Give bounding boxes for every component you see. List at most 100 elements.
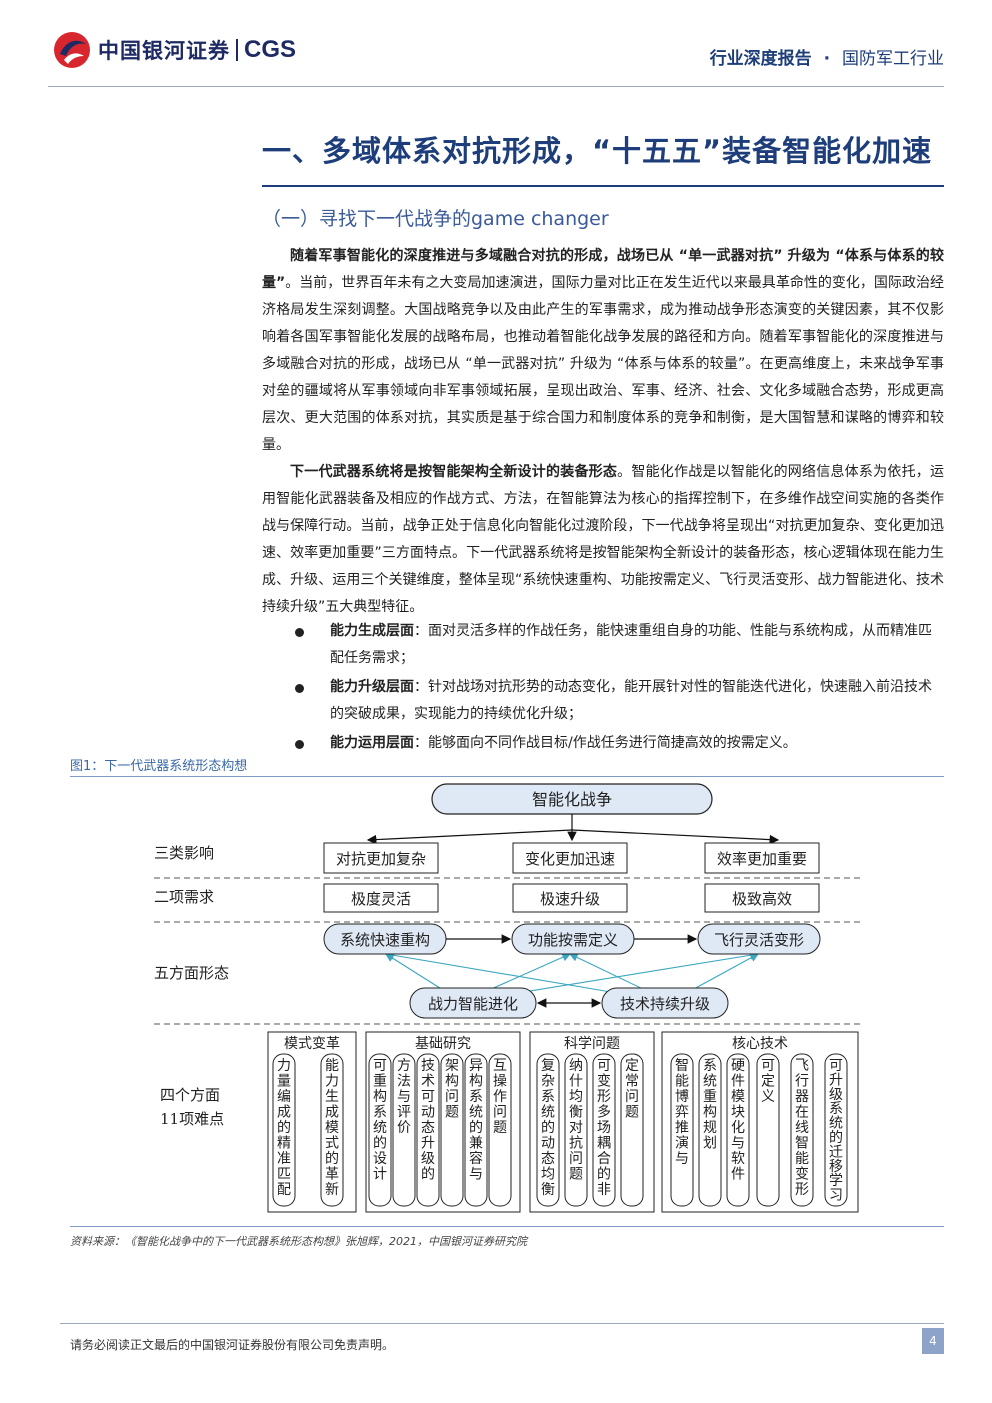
difficulty-item-char: 统 [703,1074,717,1090]
difficulty-item-char: 成 [277,1105,291,1121]
difficulty-item-char: 新 [325,1182,339,1198]
difficulty-item-char: 式 [325,1136,339,1152]
difficulty-item-char: 系 [469,1089,483,1105]
difficulty-item-char: 与 [675,1151,689,1167]
figure-top-rule [70,776,944,777]
difficulty-item-char: 与 [469,1167,483,1183]
difficulty-item-char: 准 [277,1151,291,1167]
difficulty-item-char: 智 [675,1058,689,1074]
difficulty-item-char: 统 [829,1116,843,1132]
row-label-impacts: 三类影响 [154,844,214,862]
difficulty-item-char: 的 [421,1167,435,1183]
difficulty-item-char: 题 [493,1120,507,1136]
difficulty-item-char: 非 [597,1182,611,1198]
difficulty-item-char: 推 [675,1120,689,1136]
difficulty-item-char: 方 [397,1058,411,1074]
bullet-text: ：面对灵活多样的作战任务，能快速重组自身的功能、性能与系统构成，从而精准匹配任务… [330,623,932,666]
form-label: 技术持续升级 [620,995,710,1013]
difficulty-item-char: 硬 [731,1058,745,1074]
difficulty-item-char: 态 [421,1120,435,1136]
difficulty-item-box [416,1053,440,1207]
difficulty-item-char: 能 [675,1074,689,1090]
difficulty-item-char: 兼 [469,1136,483,1152]
paragraph-1: 随着军事智能化的深度推进与多域融合对抗的形成，战场已从 “单一武器对抗” 升级为… [262,243,944,459]
difficulty-item-char: 与 [397,1089,411,1105]
form-label: 飞行灵活变形 [714,931,804,949]
need-box [323,883,439,913]
industry-label: 国防军工行业 [842,49,944,69]
difficulty-item-box [790,1053,814,1207]
difficulty-item-box [392,1053,416,1207]
difficulty-item-char: 编 [277,1089,291,1105]
difficulty-item-char: 合 [597,1151,611,1167]
difficulty-item-char: 容 [469,1150,483,1167]
difficulty-item-char: 形 [597,1089,611,1105]
difficulty-item-char: 评 [397,1105,411,1121]
bullet-list: 能力生成层面：面对灵活多样的作战任务，能快速重组自身的功能、性能与系统构成，从而… [290,618,944,759]
need-box [512,883,628,913]
form-node [697,923,821,955]
need-box [704,883,820,913]
logo-mark-icon [52,30,92,70]
difficulty-item-char: 定 [625,1058,639,1074]
difficulty-item-box [756,1053,780,1207]
difficulty-item-char: 重 [373,1074,387,1090]
difficulty-item-char: 重 [703,1089,717,1105]
difficulty-item-char: 的 [541,1120,555,1136]
difficulty-item-char: 迁 [829,1144,843,1160]
difficulty-item-char: 块 [731,1105,745,1121]
difficulty-item-char: 模 [325,1120,339,1136]
difficulty-item-char: 动 [421,1105,435,1121]
difficulty-item-char: 划 [703,1136,717,1152]
bullet-dot-icon [295,628,304,637]
difficulty-item-char: 系 [829,1101,843,1117]
impact-box [323,842,439,874]
section-heading: 一、多域体系对抗形成，“十五五”装备智能化加速 [262,134,933,168]
difficulty-item-char: 系 [541,1089,555,1105]
difficulty-item-char: 常 [625,1074,639,1090]
weapon-system-diagram: 智能化战争 三类影响 二项需求 五方面形态 四个方面 11项难点 对抗更加复杂 … [154,783,862,1213]
difficulty-item-char: 模 [731,1089,745,1105]
difficulty-item-char: 架 [445,1058,459,1074]
difficulty-item-char: 生 [325,1089,339,1105]
difficulty-item-char: 件 [731,1074,745,1090]
difficulty-item-box [726,1053,750,1207]
row-label-forms: 五方面形态 [154,964,229,982]
difficulty-item-char: 可 [761,1058,775,1074]
bullet-dot-icon [295,684,304,693]
difficulty-item-box [488,1053,512,1207]
difficulty-item-char: 态 [541,1151,555,1167]
arrow-to-impact-1 [366,829,573,845]
impact-label: 变化更加迅速 [525,850,615,868]
difficulty-item-char: 可 [421,1089,435,1105]
logo-divider [236,39,238,61]
difficulty-item-box [620,1053,644,1207]
top-node-label: 智能化战争 [532,790,612,809]
impact-box [512,842,628,874]
difficulty-item-char: 作 [493,1089,507,1105]
form-node [409,987,537,1019]
difficulty-item-box [824,1053,848,1207]
row-label-difficulties: 11项难点 [160,1110,224,1128]
difficulty-item-char: 设 [373,1151,387,1167]
difficulty-item-char: 学 [829,1173,843,1189]
footer-divider [60,1323,944,1324]
difficulty-item-char: 题 [569,1167,583,1183]
group-title: 模式变革 [284,1036,340,1052]
difficulty-item-char: 耦 [597,1136,611,1152]
difficulty-item-char: 的 [829,1130,843,1146]
difficulty-item-char: 在 [795,1105,809,1121]
difficulty-item-char: 规 [703,1120,717,1136]
difficulty-item-char: 价 [397,1120,411,1136]
row-label-needs: 二项需求 [154,888,214,906]
difficulty-item-char: 什 [569,1074,583,1090]
bullet-dot-icon [295,740,304,749]
impact-label: 对抗更加复杂 [336,850,426,868]
header-divider [48,86,944,87]
difficulty-item-char: 的 [373,1136,387,1152]
difficulty-item-char: 构 [703,1105,717,1121]
figure-source: 资料来源：《智能化战争中的下一代武器系统形态构想》张旭辉，2021，中国银河证券… [70,1235,527,1248]
difficulty-item-char: 匹 [277,1167,291,1183]
report-category: 行业深度报告 · 国防军工行业 [710,44,944,69]
difficulty-item-char: 级 [421,1151,435,1167]
